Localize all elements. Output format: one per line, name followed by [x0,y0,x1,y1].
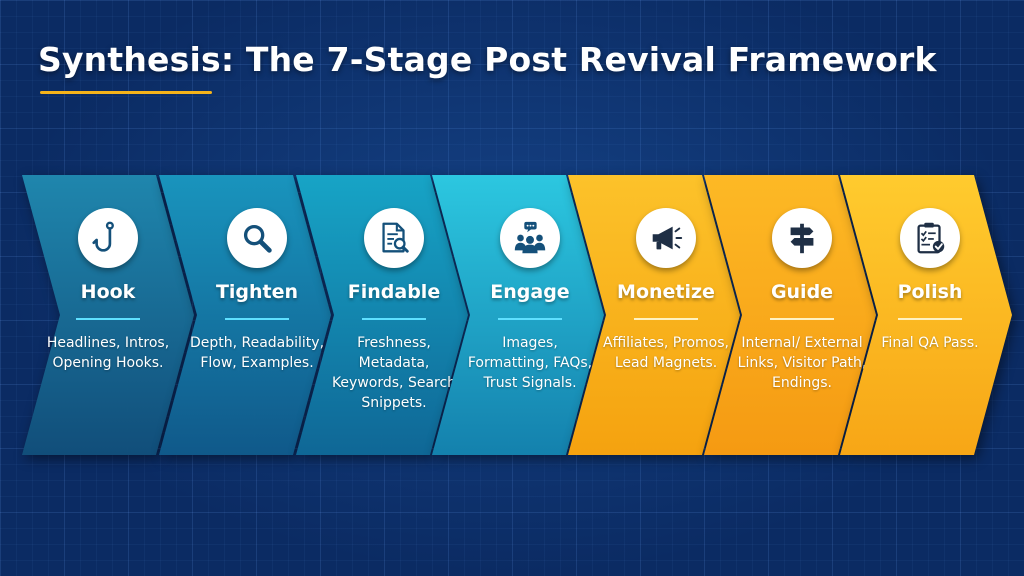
stage-chevron [432,175,604,455]
stage-content: Monetize Affiliates, Promos, Lead Magnet… [600,175,732,455]
stage-name: Hook [80,281,136,303]
icon-badge [364,208,424,268]
page-title: Synthesis: The 7-Stage Post Revival Fram… [38,40,937,79]
stage-name: Polish [897,281,963,303]
icon-badge [227,208,287,268]
icon-badge [900,208,960,268]
stage-content: Tighten Depth, Readability, Flow, Exampl… [190,175,324,455]
stage-name: Monetize [617,281,715,303]
icon-badge [500,208,560,268]
icon-badge [772,208,832,268]
stage-engage: Engage Images, Formatting, FAQs, Trust S… [432,175,604,455]
fishhook-icon [92,221,114,252]
stage-divider [898,318,962,320]
stage-hook: Hook Headlines, Intros, Opening Hooks. [22,175,194,455]
stage-chevron [704,175,876,455]
stage-description: Final QA Pass. [881,335,979,351]
stage-content: Engage Images, Formatting, FAQs, Trust S… [464,175,596,455]
stage-name: Engage [490,281,570,303]
stage-chevron [296,175,468,455]
icon-badge [636,208,696,268]
stage-polish: Polish Final QA Pass. [840,175,1012,455]
stage-description: Depth, Readability, Flow, Examples. [189,335,325,371]
stage-name: Guide [770,281,834,303]
title-underline [40,91,212,94]
stage-description: Affiliates, Promos, Lead Magnets. [603,335,729,371]
stage-divider [770,318,834,320]
stage-guide: Guide Internal/ External Links, Visitor … [704,175,876,455]
stage-description: Freshness, Metadata, Keywords, Search Sn… [331,335,457,411]
stage-tighten: Tighten Depth, Readability, Flow, Exampl… [159,175,331,455]
stage-divider [634,318,698,320]
stage-content: Guide Internal/ External Links, Visitor … [736,175,868,455]
stage-monetize: Monetize Affiliates, Promos, Lead Magnet… [568,175,740,455]
stage-content: Findable Freshness, Metadata, Keywords, … [328,175,460,455]
checklist-icon [917,222,945,254]
stage-description: Images, Formatting, FAQs, Trust Signals. [467,335,593,391]
stage-description: Internal/ External Links, Visitor Path, … [737,335,867,391]
magnifier-icon [243,224,272,253]
stage-findable: Findable Freshness, Metadata, Keywords, … [296,175,468,455]
stage-divider [498,318,562,320]
stage-chevron [22,175,194,455]
document-search-icon [382,222,409,253]
stage-divider [362,318,426,320]
signpost-icon [790,223,814,254]
stage-name: Findable [347,281,441,303]
stage-divider [76,318,140,320]
stage-name: Tighten [215,281,299,303]
stage-content: Hook Headlines, Intros, Opening Hooks. [42,175,174,455]
stage-chevron [159,175,331,455]
stage-content: Polish Final QA Pass. [864,175,996,455]
stage-chevron [840,175,1012,455]
stage-chevron [568,175,740,455]
icon-badge [78,208,138,268]
stage-divider [225,318,289,320]
megaphone-icon [652,226,683,250]
community-chat-icon [514,221,546,254]
stage-description: Headlines, Intros, Opening Hooks. [46,335,170,371]
